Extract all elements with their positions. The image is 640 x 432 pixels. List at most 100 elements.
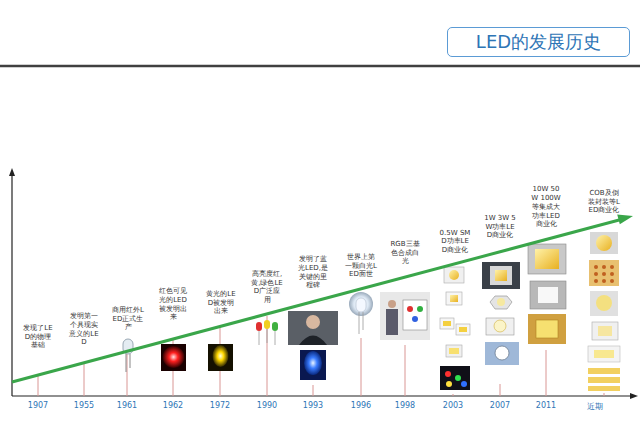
- milestone-text: 红色可见光的LED被发明出来: [157, 287, 189, 322]
- milestone-holder: 0.5W SMD功率LED商业化: [439, 229, 471, 255]
- year-holder: 2007: [490, 401, 510, 410]
- y-axis: [11, 174, 12, 396]
- year-label: 1998: [395, 401, 415, 410]
- star-board: [490, 296, 512, 309]
- smd-chip: [443, 321, 451, 326]
- milestone-text: 10W 50W 100W等集成大功率LED商业化: [530, 185, 562, 229]
- led-dome: [272, 322, 278, 331]
- power-leds: [482, 262, 520, 365]
- smd-package: [446, 345, 462, 357]
- year-holder: 2003: [443, 401, 463, 410]
- year-label: 1955: [74, 401, 94, 410]
- year-label: 1996: [351, 401, 371, 410]
- trend-arrow: [12, 220, 621, 383]
- suit: [299, 336, 327, 346]
- module-chip: [535, 249, 559, 269]
- milestone-holder: RGB三基色合成白光: [389, 240, 421, 266]
- milestone-holder: 发现了LED的物理基础: [22, 324, 54, 350]
- trend-arrow-head: [617, 215, 633, 225]
- blue-led: [300, 350, 326, 380]
- display-panel: [403, 300, 427, 330]
- milestone-holder: 黄光的LED被发明出来: [205, 290, 237, 316]
- yellow-led: [208, 344, 233, 371]
- rgb-dot: [461, 381, 467, 387]
- milestone-text: RGB三基色合成白光: [389, 240, 421, 266]
- chip-dot: [594, 265, 598, 269]
- blue-glow: [304, 351, 322, 375]
- power-package: [486, 318, 514, 335]
- year-holder: 1962: [163, 401, 183, 410]
- rgb-dot: [412, 316, 418, 322]
- chip-dot: [602, 272, 606, 276]
- chip-dot: [610, 265, 614, 269]
- led-legs: [359, 312, 363, 334]
- header-rule: [0, 65, 640, 68]
- milestone-text: 发现了LED的物理基础: [22, 324, 54, 350]
- face: [306, 315, 320, 329]
- white-glow: [349, 292, 373, 316]
- chip-dot: [594, 279, 598, 283]
- led-leg: [130, 354, 131, 368]
- milestone-text: 0.5W SMD功率LED商业化: [439, 229, 471, 255]
- milestone-text: 1W 3W 5W功率LED商业化: [484, 214, 516, 240]
- power-chip: [494, 320, 506, 332]
- year-holder: 近期: [587, 401, 603, 412]
- year-holder: 1996: [351, 401, 371, 410]
- year-tick: [38, 376, 39, 396]
- module-base: [528, 314, 566, 344]
- ir-led: [123, 339, 133, 372]
- milestone-text: COB及倒装封装等LED商业化: [588, 189, 620, 215]
- smd-package: [456, 324, 470, 335]
- year-label: 2007: [490, 401, 510, 410]
- module-base: [528, 244, 566, 274]
- x-axis: [12, 395, 632, 396]
- smd-package: [444, 267, 464, 283]
- power-chip: [495, 270, 507, 281]
- smd-leds: [440, 267, 470, 390]
- module-base: [592, 322, 618, 340]
- year-holder: 1990: [257, 401, 277, 410]
- year-label: 1962: [163, 401, 183, 410]
- chip-dot: [594, 272, 598, 276]
- smd-chip: [450, 295, 458, 302]
- x-axis-head: [630, 393, 638, 399]
- year-holder: 1993: [303, 401, 323, 410]
- rgb-dot: [445, 371, 451, 377]
- milestone-holder: 10W 50W 100W等集成大功率LED商业化: [530, 185, 562, 229]
- milestone-holder: 商用红外LED正式生产: [112, 306, 144, 332]
- year-holder: 1972: [210, 401, 230, 410]
- smd-package: [440, 318, 454, 329]
- led-strip: [588, 368, 620, 374]
- led-strip: [588, 377, 620, 383]
- photo-ground: [380, 292, 430, 340]
- milestone-text: 高亮度红,黄,绿色LED广泛应用: [251, 270, 283, 305]
- milestone-holder: 1W 3W 5W功率LED商业化: [484, 214, 516, 240]
- year-label: 1972: [210, 401, 230, 410]
- year-tick: [405, 345, 406, 396]
- led-legs: [259, 329, 275, 345]
- module-base: [590, 232, 618, 254]
- power-package: [490, 266, 512, 285]
- year-holder: 2011: [536, 401, 556, 410]
- smd-chip: [459, 327, 467, 332]
- color-leds: [256, 320, 278, 345]
- milestone-text: 世界上第一颗白光LED面世: [345, 253, 377, 279]
- module-base: [588, 346, 620, 362]
- year-holder: 1961: [117, 401, 137, 410]
- module-chip: [598, 326, 612, 336]
- chip-dot: [610, 279, 614, 283]
- photo-ground: [161, 344, 186, 371]
- year-label: 1907: [28, 401, 48, 410]
- year-holder: 1998: [395, 401, 415, 410]
- power-chip: [495, 346, 509, 360]
- yellow-glow: [213, 345, 229, 367]
- milestone-text: 发明第一个具现实意义的LED: [68, 312, 100, 347]
- year-tick: [361, 338, 362, 396]
- module-base: [530, 281, 566, 309]
- milestone-text: 商用红外LED正式生产: [112, 306, 144, 332]
- white-led: [349, 292, 373, 334]
- cob-leds: [588, 232, 620, 391]
- year-label: 1961: [117, 401, 137, 410]
- red-led: [161, 344, 186, 371]
- year-tick: [453, 394, 454, 396]
